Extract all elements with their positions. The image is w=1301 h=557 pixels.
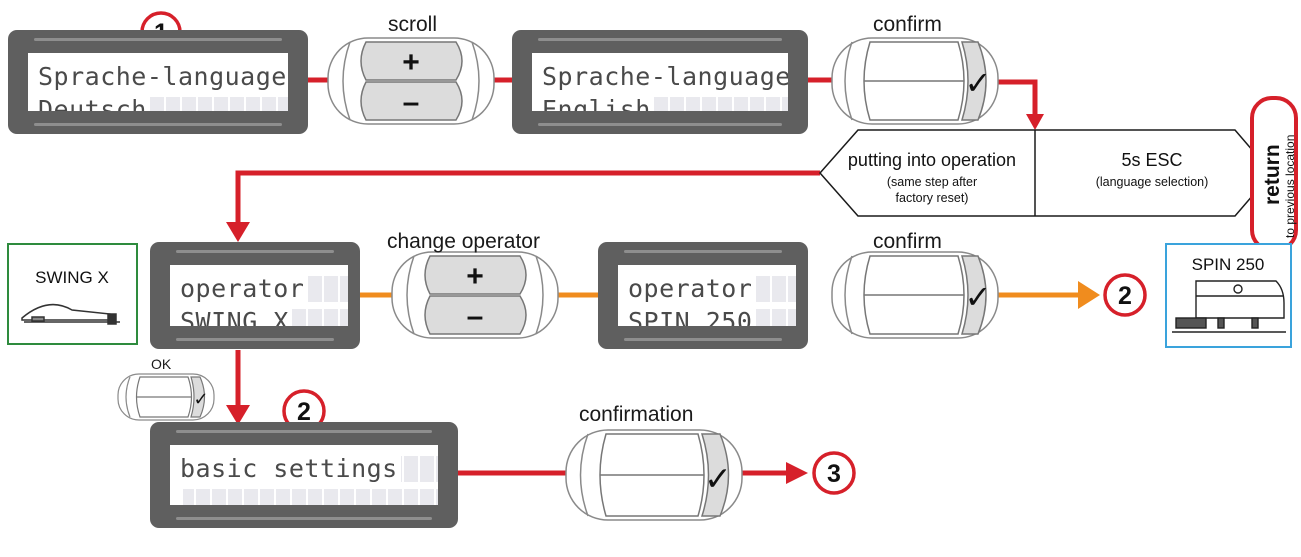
change-operator-label: change operator (387, 230, 540, 253)
spin-250-box: SPIN 250 (1165, 243, 1292, 348)
commissioning-banner: putting into operation (same step after … (818, 129, 1273, 217)
lcd-line-1: operator (180, 274, 308, 303)
confirm-label: confirm (873, 13, 942, 36)
svg-text:2: 2 (297, 398, 311, 426)
return-sub-label: to previous location (1283, 135, 1297, 238)
plus-icon: + (466, 260, 484, 293)
confirmation-label: confirmation (579, 403, 694, 426)
plus-key[interactable] (424, 255, 527, 295)
lcd-operator-spin-250: operator SPIN 250 (598, 242, 808, 349)
esc-label: 5s ESC (1121, 150, 1182, 170)
check-icon: ✓ (965, 279, 992, 315)
arrowhead-right-step2 (1078, 281, 1100, 309)
minus-key[interactable] (424, 295, 527, 335)
plus-icon: + (402, 46, 420, 79)
scroll-label: scroll (388, 13, 438, 36)
return-label: return (1261, 144, 1284, 205)
minus-icon: – (403, 86, 420, 119)
spin-operator-icon (1172, 280, 1286, 333)
plus-key[interactable] (360, 41, 463, 81)
keypad-scroll: + – (327, 37, 495, 125)
lcd-screen: operator SWING X (170, 265, 348, 326)
lcd-line-2: SWING X (180, 307, 292, 326)
swing-x-title: SWING X (35, 268, 109, 287)
arrowhead-right-step3 (786, 462, 808, 484)
lcd-screen: basic settings (170, 445, 438, 505)
keypad-confirm-2: ✓ (831, 251, 999, 339)
lcd-line-1: operator (628, 274, 756, 303)
lcd-line-1: Sprache-language (542, 62, 788, 91)
check-icon: ✓ (704, 460, 732, 497)
factory-reset-note-line2: factory reset) (896, 191, 969, 205)
arrowhead-down-basic (226, 405, 250, 425)
ok-label: OK (151, 356, 172, 372)
arrowhead-down-banner (1026, 114, 1044, 130)
svg-text:3: 3 (827, 460, 841, 488)
keypad-ok: ✓ (117, 373, 215, 421)
keypad-confirm-1: ✓ (831, 37, 999, 125)
connector-banner-operator (235, 170, 820, 222)
check-key[interactable] (700, 433, 730, 517)
factory-reset-note-line1: (same step after (887, 175, 977, 189)
check-key[interactable] (960, 41, 987, 121)
check-icon: ✓ (193, 389, 208, 409)
lcd-line-2: English (542, 95, 654, 111)
keypad-confirmation: ✓ (565, 429, 743, 521)
flow-lines-red (235, 77, 1038, 476)
lcd-line-2: Deutsch (38, 95, 150, 111)
return-indicator: return to previous location (1250, 96, 1298, 252)
lcd-operator-swing-x: operator SWING X (150, 242, 360, 349)
confirm-label: confirm (873, 230, 942, 253)
lcd-line-1: basic settings (180, 454, 401, 483)
lcd-screen: operator SPIN 250 (618, 265, 796, 326)
lcd-line-1: Sprache-language (38, 62, 288, 91)
swing-operator-icon (21, 303, 120, 325)
language-selection-note: (language selection) (1096, 175, 1209, 189)
arrowhead-down-operator (226, 222, 250, 242)
putting-into-operation-label: putting into operation (848, 150, 1016, 170)
minus-key[interactable] (360, 81, 463, 121)
keypad-change-operator: + – (391, 251, 559, 339)
check-key[interactable] (960, 255, 987, 335)
check-key[interactable] (190, 376, 206, 418)
minus-icon: – (467, 300, 484, 333)
spin-250-title: SPIN 250 (1192, 255, 1265, 274)
lcd-line-2: SPIN 250 (628, 307, 756, 326)
swing-x-box: SWING X (7, 243, 138, 345)
lcd-basic-settings: basic settings (150, 422, 458, 528)
step-badge-2-target: 2 (1103, 273, 1147, 317)
check-icon: ✓ (965, 65, 992, 101)
connector-confirm-banner (990, 79, 1038, 114)
lcd-language-english: Sprache-language English (512, 30, 808, 134)
lcd-screen: Sprache-language English (532, 53, 788, 111)
lcd-screen: Sprache-language Deutsch (28, 53, 288, 111)
lcd-language-deutsch: Sprache-language Deutsch (8, 30, 308, 134)
lcd-line-2 (180, 487, 183, 505)
step-badge-3: 3 (812, 451, 856, 495)
svg-text:2: 2 (1118, 282, 1132, 310)
